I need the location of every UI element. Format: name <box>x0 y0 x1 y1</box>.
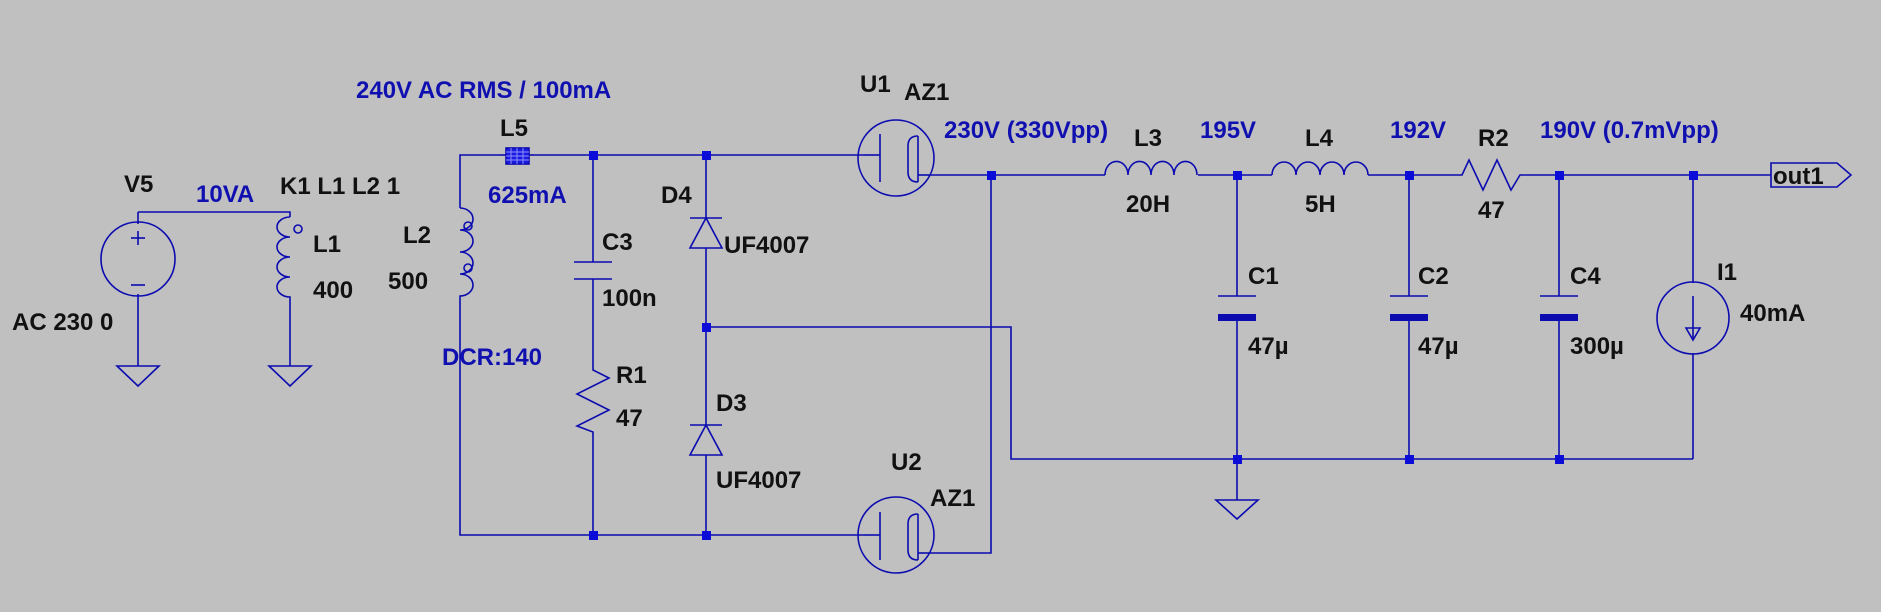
l5-name: L5 <box>500 115 528 142</box>
diode-d3[interactable] <box>688 423 724 456</box>
i1-value: 40mA <box>1740 300 1805 327</box>
capacitor-c3[interactable] <box>574 261 612 280</box>
l5-current: 625mA <box>488 182 567 209</box>
u2-name: U2 <box>891 449 922 476</box>
u1-value: AZ1 <box>904 79 949 106</box>
capacitor-c4[interactable] <box>1540 295 1578 321</box>
capacitor-c2[interactable] <box>1390 295 1428 321</box>
c4-name: C4 <box>1570 263 1601 290</box>
junction-dot <box>702 531 711 540</box>
d3-name: D3 <box>716 390 747 417</box>
inductor-l1[interactable] <box>276 216 303 308</box>
wire-l2-bottom <box>459 300 706 536</box>
d4-value: UF4007 <box>724 232 809 259</box>
c3-name: C3 <box>602 229 633 256</box>
capacitor-c1[interactable] <box>1218 295 1256 321</box>
c2-value: 47µ <box>1418 333 1459 360</box>
d4-name: D4 <box>661 182 692 209</box>
junction-dot <box>1555 455 1564 464</box>
resistor-r2[interactable] <box>1456 158 1527 192</box>
junction-dot <box>589 151 598 160</box>
l2-value: 500 <box>388 268 428 295</box>
output-port-out1[interactable] <box>1770 162 1853 188</box>
i1-name: I1 <box>1717 259 1737 286</box>
inductor-l5[interactable] <box>500 147 534 165</box>
u2-value: AZ1 <box>930 485 975 512</box>
v5-name: V5 <box>124 171 153 198</box>
r1-name: R1 <box>616 362 647 389</box>
junction-dot <box>589 531 598 540</box>
ground-icon <box>267 365 313 388</box>
tube-u2[interactable] <box>857 496 935 574</box>
wire-u2-out <box>930 175 992 554</box>
wire-l2-top <box>459 154 500 208</box>
l3-name: L3 <box>1134 125 1162 152</box>
labels: V5 AC 230 0 10VA K1 L1 L2 1 L1 400 L2 50… <box>12 71 1824 512</box>
junction-dot <box>702 151 711 160</box>
wire-v5-l1 <box>138 211 291 217</box>
d3-value: UF4007 <box>716 467 801 494</box>
out1-label: out1 <box>1773 163 1824 190</box>
inductor-l3[interactable] <box>1104 160 1198 176</box>
v5-value: AC 230 0 <box>12 309 113 336</box>
node2-voltage: 195V <box>1200 117 1256 144</box>
ground-icon <box>115 365 161 388</box>
coupling-statement: K1 L1 L2 1 <box>280 173 400 200</box>
inductor-l4[interactable] <box>1271 161 1369 176</box>
l1-value: 400 <box>313 277 353 304</box>
l4-value: 5H <box>1305 191 1336 218</box>
junction-dot <box>1405 455 1414 464</box>
junction-dot <box>702 323 711 332</box>
l1-name: L1 <box>313 231 341 258</box>
junction-dot <box>1689 171 1698 180</box>
u1-name: U1 <box>860 71 891 98</box>
c3-value: 100n <box>602 285 657 312</box>
rms-note: 240V AC RMS / 100mA <box>356 77 611 104</box>
c1-value: 47µ <box>1248 333 1289 360</box>
node1-voltage: 230V (330Vpp) <box>944 117 1108 144</box>
r2-value: 47 <box>1478 197 1505 224</box>
c4-value: 300µ <box>1570 333 1624 360</box>
junction-dot <box>1555 171 1564 180</box>
c2-name: C2 <box>1418 263 1449 290</box>
junction-dot <box>1405 171 1414 180</box>
voltage-source-v5[interactable] <box>100 221 176 297</box>
junction-dot <box>1233 171 1242 180</box>
l4-name: L4 <box>1305 125 1334 152</box>
node3-voltage: 192V <box>1390 117 1446 144</box>
tube-u1[interactable] <box>857 119 935 197</box>
dcr-note: DCR:140 <box>442 344 542 371</box>
l3-value: 20H <box>1126 191 1170 218</box>
diode-d4[interactable] <box>688 216 724 249</box>
l2-name: L2 <box>403 222 431 249</box>
resistor-r1[interactable] <box>575 363 611 436</box>
c1-name: C1 <box>1248 263 1279 290</box>
wire-centre-return <box>706 326 1693 460</box>
inductor-l2[interactable] <box>459 207 474 300</box>
ground-icon <box>1213 499 1261 521</box>
r1-value: 47 <box>616 405 643 432</box>
power-note: 10VA <box>196 181 254 208</box>
wires <box>137 154 1771 554</box>
junction-dot <box>1233 455 1242 464</box>
junction-dot <box>987 171 996 180</box>
node4-voltage: 190V (0.7mVpp) <box>1540 117 1719 144</box>
r2-name: R2 <box>1478 125 1509 152</box>
current-source-i1[interactable] <box>1656 281 1730 355</box>
junctions <box>589 151 1698 540</box>
